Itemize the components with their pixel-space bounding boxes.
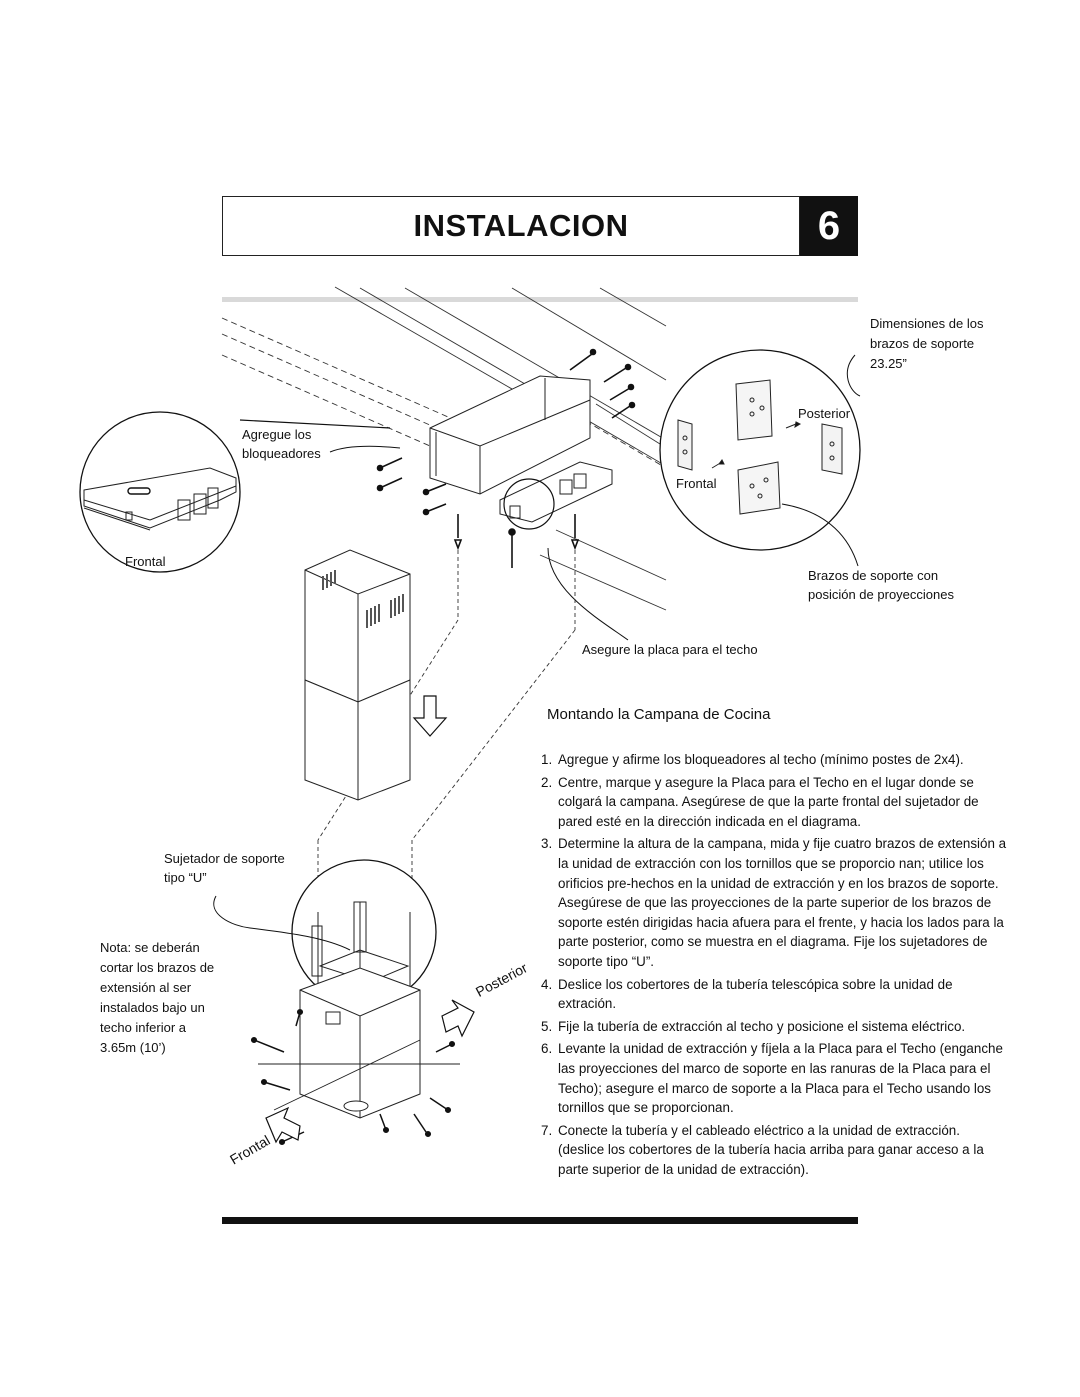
- instruction-step: 7. Conecte la tubería y el cableado eléc…: [537, 1121, 1007, 1180]
- nota-line-3: extensión al ser: [100, 980, 192, 995]
- frontal-arrow-icon: [265, 1106, 301, 1144]
- step-text: Agregue y afirme los bloqueadores al tec…: [558, 752, 964, 767]
- instruction-list: 1. Agregue y afirme los bloqueadores al …: [537, 750, 1007, 1182]
- section-header: INSTALACION: [222, 196, 800, 256]
- nota-line-2: cortar los brazos de: [100, 960, 215, 975]
- section-number-badge: 6: [800, 196, 858, 256]
- label-dimensiones-2: brazos de soporte: [870, 336, 975, 351]
- instruction-step: 4. Deslice los cobertores de la tubería …: [537, 975, 1007, 1014]
- instruction-step: 3. Determine la altura de la campana, mi…: [537, 834, 1007, 971]
- step-text: Deslice los cobertores de la tubería tel…: [558, 976, 953, 1012]
- bottom-divider: [222, 1217, 858, 1224]
- step-number: 1.: [541, 752, 553, 767]
- ceiling-plate: [429, 375, 613, 523]
- label-frontal-left: Frontal: [125, 554, 166, 569]
- label-agregue-2: bloqueadores: [242, 446, 321, 461]
- label-dimensiones-1: Dimensiones de los: [870, 316, 984, 331]
- step-number: 5.: [541, 1018, 553, 1034]
- step-text: Levante la unidad de extracción y fíjela…: [558, 1041, 1003, 1116]
- down-arrow-icon: [412, 695, 448, 737]
- instruction-step: 2. Centre, marque y asegure la Placa par…: [537, 773, 1007, 832]
- step-text: Determine la altura de la campana, mida …: [558, 836, 1007, 969]
- step-number: 6.: [541, 1041, 553, 1057]
- unit-screws: [250, 1008, 456, 1146]
- plate-detail-circle: [503, 478, 629, 641]
- instruction-step: 6. Levante la unidad de extracción y fíj…: [537, 1039, 1007, 1117]
- step-number: 3.: [541, 836, 553, 852]
- label-sujetador-1: Sujetador de soporte: [164, 851, 285, 866]
- ceiling-lines: [221, 286, 667, 611]
- label-dimensiones-3: 23.25”: [870, 356, 907, 371]
- label-frontal-bracket: Frontal: [676, 476, 717, 491]
- duct-cover: [304, 549, 411, 801]
- label-asegure: Asegure la placa para el techo: [582, 642, 758, 657]
- sujetador-leader: [213, 895, 351, 951]
- left-detail-circle: [79, 411, 401, 573]
- label-sujetador-2: tipo “U”: [164, 870, 207, 885]
- nota-line-5: techo inferior a: [100, 1020, 186, 1035]
- nota-line-4: instalados bajo un: [100, 1000, 205, 1015]
- nota-line-1: Nota: se deberán: [100, 940, 200, 955]
- label-posterior-bracket: Posterior: [798, 406, 851, 421]
- nota-line-6: 3.65m (10’): [100, 1040, 166, 1055]
- posterior-arrow-icon: [441, 999, 475, 1038]
- extraction-unit: [299, 967, 421, 1119]
- instruction-step: 1. Agregue y afirme los bloqueadores al …: [537, 750, 1007, 770]
- step-number: 2.: [541, 774, 553, 790]
- top-divider: [222, 297, 858, 302]
- ceiling-screws: [376, 348, 636, 568]
- label-agregue-1: Agregue los: [242, 427, 312, 442]
- step-number: 7.: [541, 1122, 553, 1138]
- section-title: Montando la Campana de Cocina: [547, 706, 771, 723]
- unit-axis-lines: [258, 1039, 460, 1111]
- label-brazos-2: posición de proyecciones: [808, 587, 954, 602]
- step-text: Fije la tubería de extracción al techo y…: [558, 1018, 966, 1034]
- right-detail-circle: [659, 349, 861, 567]
- instruction-step: 5. Fije la tubería de extracción al tech…: [537, 1017, 1007, 1037]
- step-number: 4.: [541, 976, 553, 992]
- step-text: Centre, marque y asegure la Placa para e…: [558, 774, 979, 829]
- page-title: INSTALACION: [413, 208, 629, 243]
- step-text: Conecte la tubería y el cableado eléctri…: [558, 1122, 984, 1177]
- label-brazos-1: Brazos de soporte con: [808, 568, 939, 583]
